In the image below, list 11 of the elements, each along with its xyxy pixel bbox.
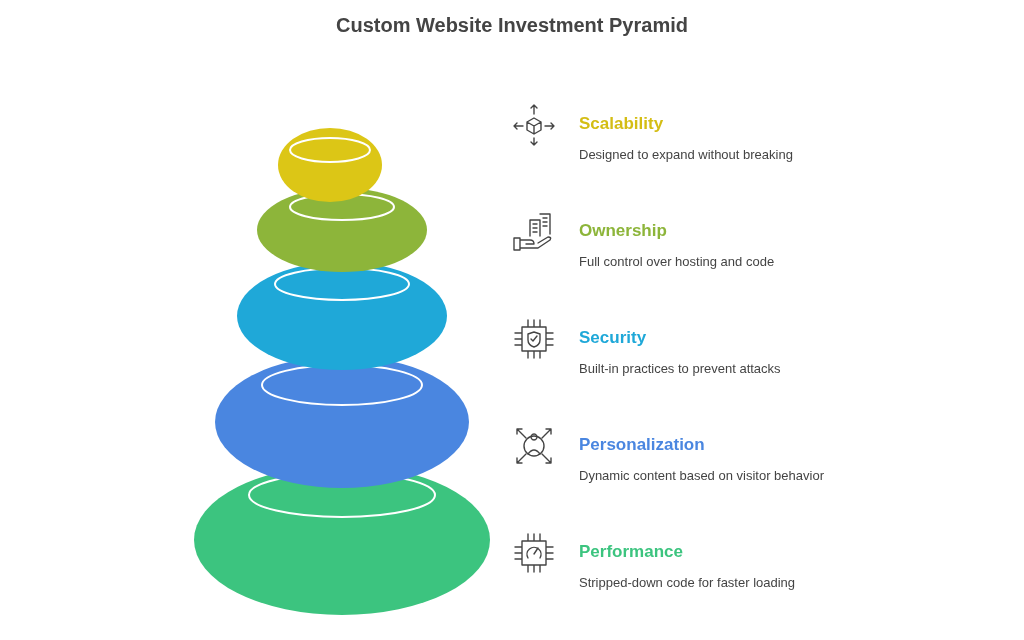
item-heading: Scalability <box>579 114 664 134</box>
item-description: Built-in practices to prevent attacks <box>579 361 781 376</box>
item-heading: Ownership <box>579 221 667 241</box>
item-description: Dynamic content based on visitor behavior <box>579 468 824 483</box>
item-heading: Performance <box>579 542 683 562</box>
item-description: Designed to expand without breaking <box>579 147 793 162</box>
diagram-title: Custom Website Investment Pyramid <box>335 14 689 37</box>
item-heading: Personalization <box>579 435 705 455</box>
item-heading: Security <box>579 328 647 348</box>
item-description: Stripped-down code for faster loading <box>579 575 796 590</box>
item-description: Full control over hosting and code <box>579 254 775 269</box>
